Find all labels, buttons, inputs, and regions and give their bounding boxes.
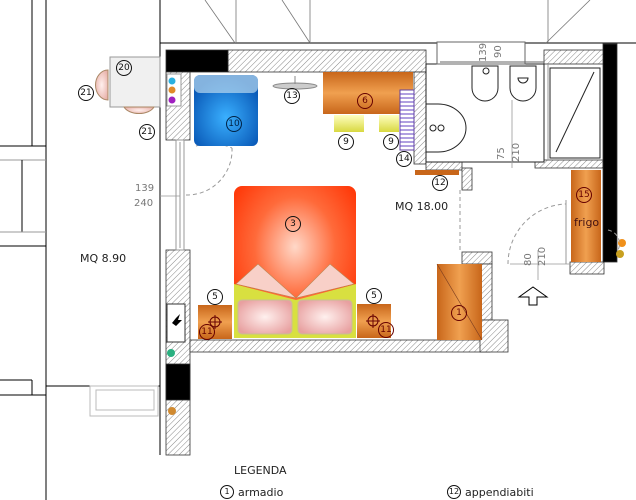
fridge-label: frigo	[574, 216, 600, 229]
legend-item: 12 appendiabiti	[447, 485, 534, 499]
dim-bath-door-a: 75	[496, 147, 507, 160]
shower-fixture	[272, 76, 318, 90]
marker-9-b: 9	[383, 134, 399, 150]
marker-9-a: 9	[338, 134, 354, 150]
bed	[234, 186, 356, 338]
dim-bath-window-a: 139	[478, 42, 489, 62]
dim-lines	[160, 100, 570, 280]
terrace-table	[95, 56, 161, 115]
marker-6: 6	[357, 93, 373, 109]
coat-rack	[415, 170, 459, 175]
marker-5-b: 5	[366, 288, 382, 304]
room-area-bedroom: MQ 18.00	[395, 200, 449, 213]
fridge	[571, 170, 601, 262]
marker-11-a: 11	[199, 324, 215, 340]
bidet-icon	[471, 65, 499, 102]
entry-arrow-icon	[517, 286, 549, 306]
legend-num: 1	[220, 485, 234, 499]
legend-title: LEGENDA	[234, 464, 287, 477]
marker-10: 10	[226, 116, 242, 132]
marker-5-a: 5	[207, 289, 223, 305]
marker-12: 12	[432, 175, 448, 191]
heater-icon	[172, 314, 182, 326]
wardrobe	[436, 263, 483, 341]
window-left	[175, 139, 185, 251]
legend-item: 1 armadio	[220, 485, 283, 499]
marker-3: 3	[285, 216, 301, 232]
marker-21-a: 21	[78, 85, 94, 101]
lamp-icons	[208, 314, 380, 329]
dim-bath-window-b: 90	[493, 45, 504, 58]
marker-15: 15	[576, 187, 592, 203]
room-area-terrace: MQ 8.90	[80, 252, 127, 265]
dim-window-bottom: 240	[134, 198, 154, 209]
dim-entry-door-b: 210	[537, 246, 548, 266]
marker-20: 20	[116, 60, 132, 76]
legend-label: armadio	[238, 485, 284, 499]
stool-right	[379, 115, 399, 132]
marker-21-b: 21	[139, 124, 155, 140]
sink-icon	[425, 103, 467, 153]
dim-window-top: 139	[135, 183, 155, 194]
dim-bath-door-b: 210	[511, 142, 522, 162]
bathtub	[194, 75, 258, 146]
radiator	[399, 89, 415, 151]
stool-left	[334, 115, 364, 132]
bathroom	[425, 41, 601, 163]
marker-13: 13	[284, 88, 300, 104]
dim-entry-door-a: 80	[523, 253, 534, 266]
electrical-points	[166, 73, 626, 415]
marker-1: 1	[451, 305, 467, 321]
door-swings	[459, 190, 620, 265]
roof-lines	[204, 0, 591, 44]
legend-label: appendiabiti	[465, 485, 534, 499]
legend-num: 12	[447, 485, 461, 499]
marker-11-b: 11	[378, 322, 394, 338]
marker-14: 14	[396, 151, 412, 167]
